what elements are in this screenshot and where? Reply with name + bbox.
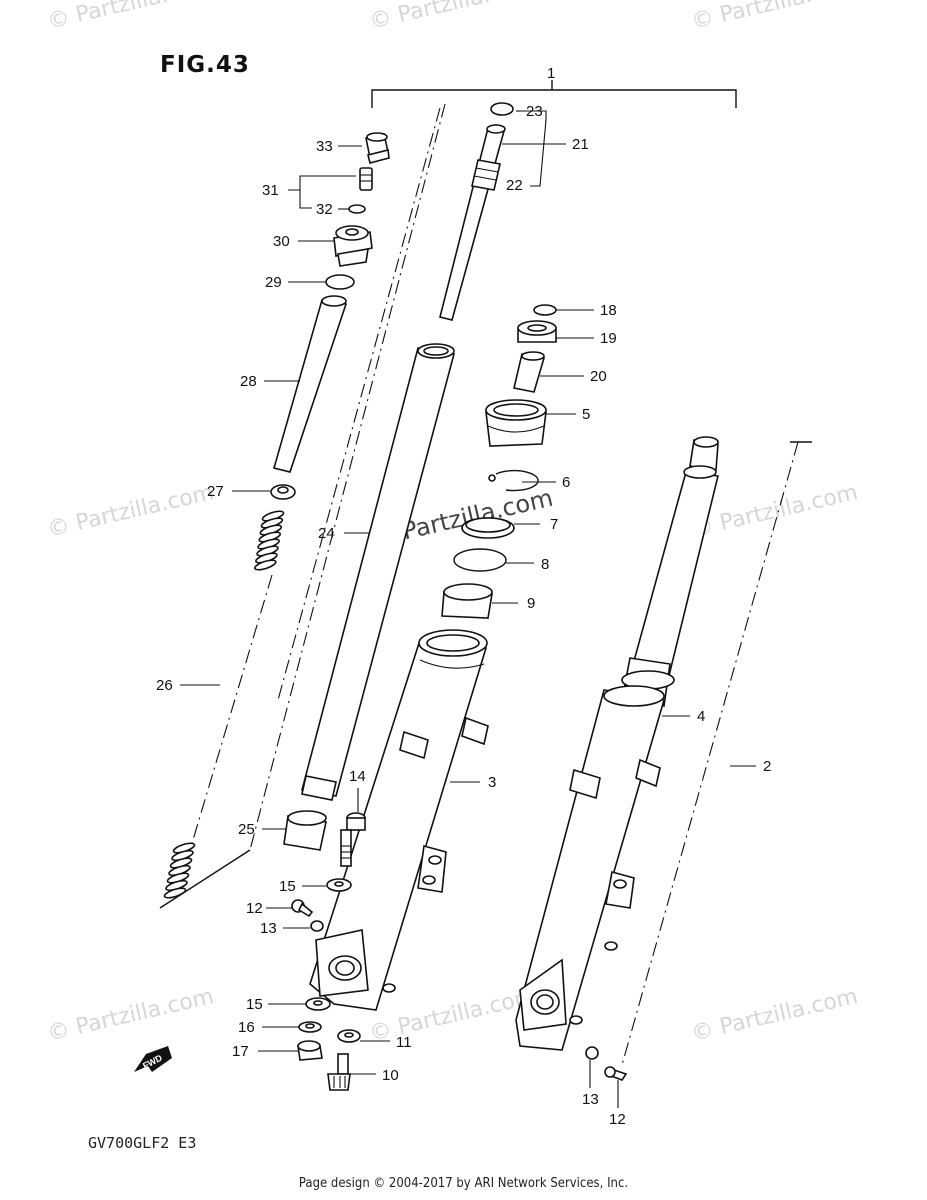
- label-15-lower: 15: [246, 996, 263, 1013]
- label-14: 14: [349, 768, 366, 785]
- part-33-cap-bolt: [365, 132, 390, 164]
- label-12-right: 12: [609, 1111, 626, 1128]
- part-13-washer-left: [310, 920, 324, 932]
- part-9-guide-bushing: [441, 583, 493, 619]
- spring-coil: [253, 559, 277, 571]
- label-20: 20: [590, 368, 607, 385]
- part-15-washer-lower: [305, 997, 331, 1011]
- figure-title: FIG.43: [160, 52, 250, 78]
- label-2: 2: [763, 758, 771, 775]
- spring-coil: [163, 887, 187, 899]
- footer-copyright: Page design © 2004-2017 by ARI Network S…: [298, 1176, 629, 1191]
- part-11-washer: [337, 1029, 361, 1043]
- part-13-washer-right: [585, 1046, 599, 1060]
- label-29: 29: [265, 274, 282, 291]
- label-24: 24: [318, 525, 335, 542]
- label-30: 30: [273, 233, 290, 250]
- label-21: 21: [572, 136, 589, 153]
- label-8: 8: [541, 556, 549, 573]
- part-26-spring: [253, 510, 285, 571]
- label-5: 5: [582, 406, 590, 423]
- label-10: 10: [382, 1067, 399, 1084]
- part-19-seal: [517, 320, 557, 343]
- label-4: 4: [697, 708, 705, 725]
- part-7-oil-seal: [461, 517, 515, 539]
- part-16-washer: [298, 1021, 322, 1033]
- part-15-washer-upper: [326, 878, 352, 892]
- label-16: 16: [238, 1019, 255, 1036]
- part-20-collar: [513, 351, 546, 393]
- label-6: 6: [562, 474, 570, 491]
- part-27-washer: [270, 484, 296, 500]
- label-32: 32: [316, 201, 333, 218]
- part-6-snap-ring-eye: [488, 474, 496, 482]
- part-8-washer: [453, 548, 507, 572]
- label-31: 31: [262, 182, 279, 199]
- part-26-spring-lower: [163, 842, 196, 899]
- label-17: 17: [232, 1043, 249, 1060]
- part-30-fork-cap: [333, 225, 373, 267]
- label-13-left: 13: [260, 920, 277, 937]
- label-33: 33: [316, 138, 333, 155]
- label-3: 3: [488, 774, 496, 791]
- label-28: 28: [240, 373, 257, 390]
- label-7: 7: [550, 516, 558, 533]
- leader-lines: [180, 110, 756, 1108]
- label-19: 19: [600, 330, 617, 347]
- label-13-right: 13: [582, 1091, 599, 1108]
- part-12-screw-left: [291, 899, 314, 918]
- part-17-nut: [297, 1040, 323, 1061]
- label-18: 18: [600, 302, 617, 319]
- part-14-bolt: [340, 812, 366, 867]
- part-10-bolt: [327, 1053, 351, 1091]
- label-12-left: 12: [246, 900, 263, 917]
- part-3-outer-tube: [309, 629, 489, 1011]
- label-15-upper: 15: [279, 878, 296, 895]
- label-11: 11: [396, 1034, 412, 1051]
- label-22: 22: [506, 177, 523, 194]
- part-12-screw-right: [604, 1066, 628, 1081]
- guide-lines: [159, 103, 812, 1066]
- part-6-snap-ring: [495, 469, 539, 492]
- part-25-bushing: [283, 810, 327, 851]
- model-code: GV700GLF2 E3: [88, 1134, 197, 1152]
- part-24-inner-tube: [301, 343, 456, 801]
- part-21-damper-rod: [439, 124, 506, 321]
- label-9: 9: [527, 595, 535, 612]
- label-26: 26: [156, 677, 173, 694]
- label-23: 23: [526, 103, 543, 120]
- fwd-arrow-icon: FWD: [134, 1046, 172, 1072]
- part-18-ring: [533, 304, 557, 316]
- label-1: 1: [547, 65, 555, 82]
- label-25: 25: [238, 821, 255, 838]
- assembly-bracket-1: [371, 80, 737, 108]
- part-29-o-ring: [325, 274, 355, 290]
- part-5-dust-seal: [485, 399, 547, 447]
- part-23-ring: [490, 102, 514, 116]
- part-labels: 1 2 3 4 5 6 7 8 9 10 11 12 12 13 13 14 1…: [156, 65, 771, 1128]
- part-32-o-ring: [348, 204, 366, 214]
- part-31-adjuster: [359, 167, 373, 191]
- part-28-spacer-tube: [273, 295, 348, 473]
- label-27: 27: [207, 483, 224, 500]
- part-2-fork-assembly: [515, 436, 719, 1051]
